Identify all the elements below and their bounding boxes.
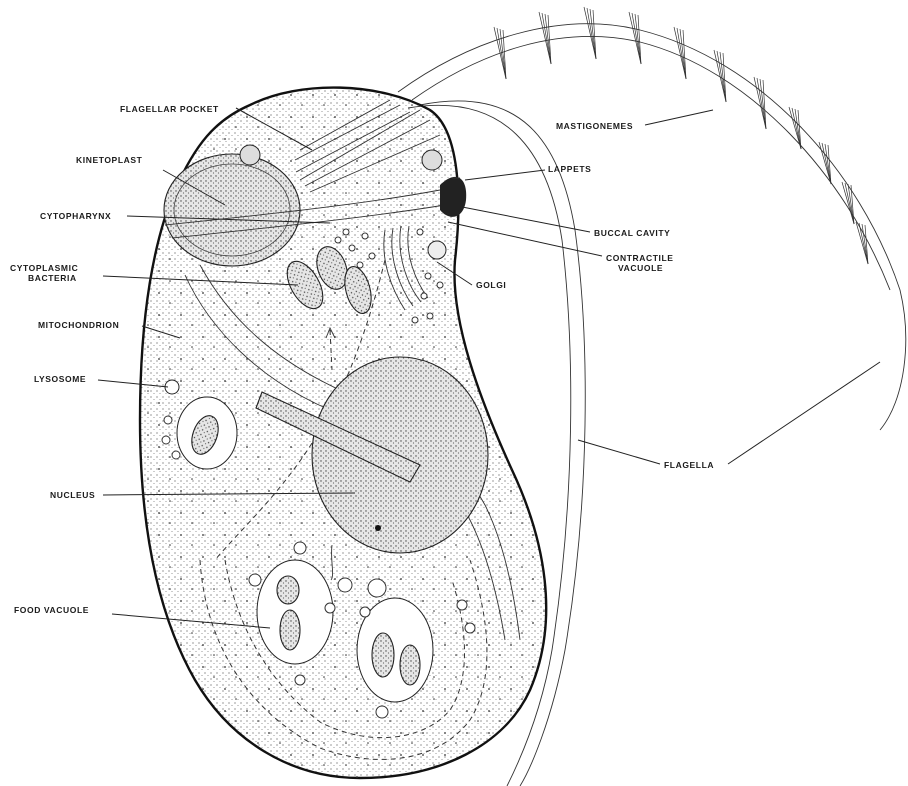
small-vesicle — [295, 675, 305, 685]
label-cytopharynx: CYTOPHARYNX — [40, 211, 111, 221]
kinetoplast — [164, 154, 300, 266]
label-vacuole: VACUOLE — [618, 263, 663, 273]
label-buccal-cavity: BUCCAL CAVITY — [594, 228, 670, 238]
mastigoneme-hair — [500, 29, 506, 79]
label-lysosome: LYSOSOME — [34, 374, 86, 384]
basal-body — [240, 145, 260, 165]
nucleus — [312, 357, 488, 553]
label-bacteria: BACTERIA — [28, 273, 77, 283]
small-vesicle — [465, 623, 475, 633]
basal-body-2 — [422, 150, 442, 170]
label-flagellar-pocket: FLAGELLAR POCKET — [120, 104, 219, 114]
label-contractile: CONTRACTILE — [606, 253, 674, 263]
vesicle — [335, 237, 341, 243]
vesicle — [412, 317, 418, 323]
small-vesicle — [294, 542, 306, 554]
small-vesicle — [368, 579, 386, 597]
mastigoneme-hair — [545, 14, 551, 64]
vesicle — [362, 233, 368, 239]
label-lappets: LAPPETS — [548, 164, 591, 174]
contractile-vacuole — [428, 241, 446, 259]
label-golgi: GOLGI — [476, 280, 506, 290]
label-mitochondrion: MITOCHONDRION — [38, 320, 119, 330]
vesicle — [427, 313, 433, 319]
vesicle — [437, 282, 443, 288]
small-vesicle — [457, 600, 467, 610]
vesicle — [349, 245, 355, 251]
small-vesicle — [325, 603, 335, 613]
small-vesicle — [338, 578, 352, 592]
vesicle — [357, 262, 363, 268]
mastigonemes — [494, 7, 868, 264]
label-mastigonemes: MASTIGONEMES — [556, 121, 633, 131]
mastigoneme-hair — [862, 224, 868, 264]
small-vesicle — [172, 451, 180, 459]
small-vesicle — [162, 436, 170, 444]
vesicle — [343, 229, 349, 235]
label-nucleus: NUCLEUS — [50, 490, 95, 500]
nucleolus-dot — [375, 525, 381, 531]
label-kinetoplast: KINETOPLAST — [76, 155, 143, 165]
vesicle — [421, 293, 427, 299]
label-food-vacuole: FOOD VACUOLE — [14, 605, 89, 615]
small-vesicle — [249, 574, 261, 586]
vesicle — [417, 229, 423, 235]
small-vesicle — [164, 416, 172, 424]
small-vesicle — [376, 706, 388, 718]
mastigoneme-hair — [760, 79, 766, 129]
mastigoneme-hair — [635, 14, 641, 64]
lappets — [440, 177, 466, 217]
label-cytoplasmic: CYTOPLASMIC — [10, 263, 78, 273]
vesicle — [369, 253, 375, 259]
vesicle — [425, 273, 431, 279]
mastigoneme-hair — [680, 29, 686, 79]
small-vesicle — [360, 607, 370, 617]
mastigoneme-hair — [590, 9, 596, 59]
label-flagella: FLAGELLA — [664, 460, 714, 470]
